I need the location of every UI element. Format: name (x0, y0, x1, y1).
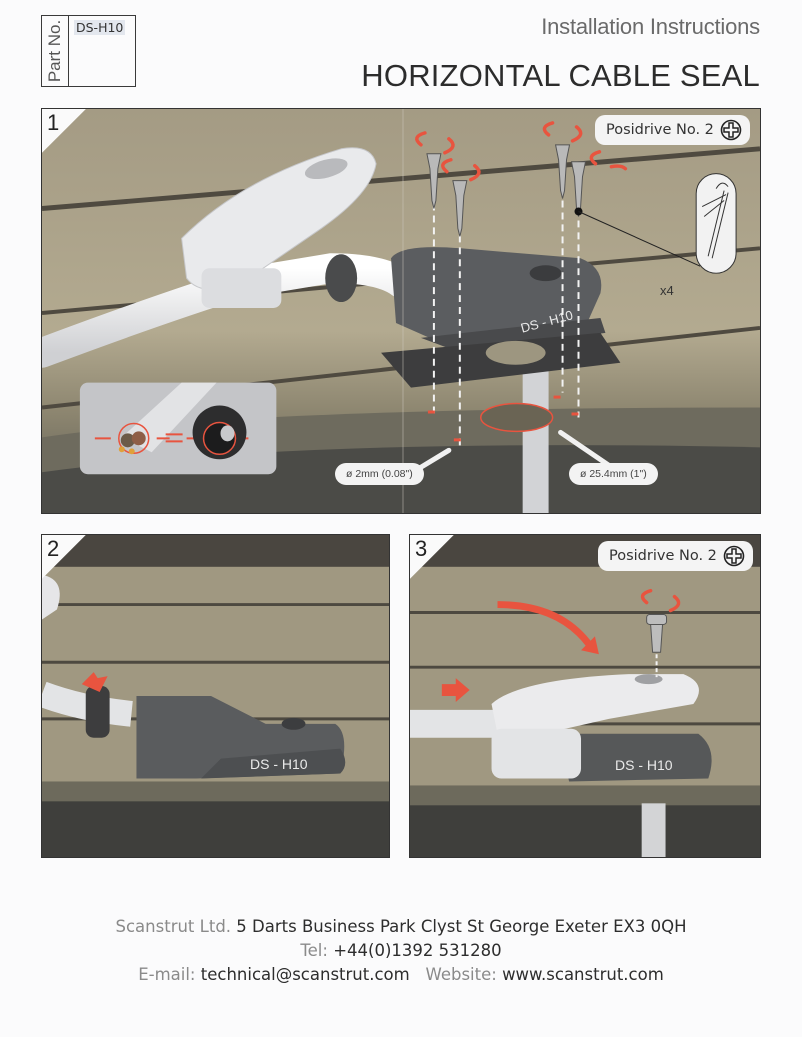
step-2-panel: 2 DS - H10 (41, 534, 390, 858)
model-tag: DS - H10 (615, 757, 673, 773)
step-1-panel: 1 Posidrive No. 2 x4 DS - H10 ø 2mm (0.0… (41, 108, 761, 514)
step-number: 3 (415, 536, 428, 561)
email-link[interactable]: technical@scanstrut.com (200, 965, 410, 984)
part-label-column: Part No. (42, 16, 69, 86)
step-number: 2 (47, 536, 60, 561)
phone-line: Tel: +44(0)1392 531280 (0, 939, 802, 963)
model-tag: DS - H10 (250, 756, 308, 772)
tool-badge-label: Posidrive No. 2 (609, 548, 717, 564)
tool-badge: Posidrive No. 2 (598, 541, 753, 571)
step-1-illustration (42, 109, 760, 513)
cable-hole-dimension: ø 25.4mm (1") (569, 463, 658, 485)
tool-badge-label: Posidrive No. 2 (606, 122, 714, 138)
document-title: HORIZONTAL CABLE SEAL (361, 58, 760, 93)
posidrive-icon (723, 545, 745, 567)
step-3-illustration (410, 535, 760, 857)
contact-line: E-mail: technical@scanstrut.com Website:… (0, 963, 802, 987)
address-line: Scanstrut Ltd. 5 Darts Business Park Cly… (0, 915, 802, 939)
part-number-box: Part No. DS-H10 (41, 15, 136, 87)
phone-number: +44(0)1392 531280 (333, 941, 502, 960)
pilot-hole-dimension: ø 2mm (0.08") (335, 463, 424, 485)
tool-badge: Posidrive No. 2 (595, 115, 750, 145)
website-link[interactable]: www.scanstrut.com (502, 965, 664, 984)
company-name: Scanstrut Ltd. (115, 917, 232, 936)
step-number: 1 (47, 110, 60, 135)
email-label: E-mail: (138, 965, 196, 984)
step-2-illustration (42, 535, 389, 857)
website-label: Website: (425, 965, 497, 984)
document-subtitle: Installation Instructions (541, 14, 760, 39)
company-footer: Scanstrut Ltd. 5 Darts Business Park Cly… (0, 915, 802, 987)
phone-label: Tel: (300, 941, 328, 960)
part-number: DS-H10 (74, 20, 126, 35)
step-3-panel: 3 Posidrive No. 2 DS - H10 (409, 534, 761, 858)
company-address: 5 Darts Business Park Clyst St George Ex… (236, 917, 687, 936)
quantity-label: x4 (660, 283, 674, 298)
part-label: Part No. (45, 19, 64, 83)
posidrive-icon (720, 119, 742, 141)
